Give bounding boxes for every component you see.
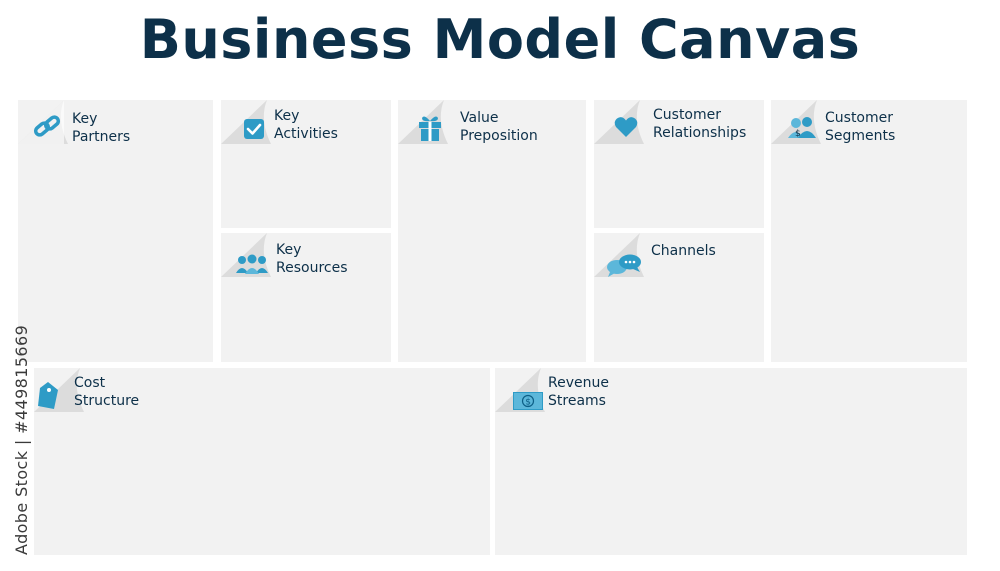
money-bill-icon: $: [513, 392, 543, 414]
chat-bubbles-icon: [606, 253, 642, 281]
team-icon: [235, 253, 269, 279]
svg-text:$: $: [795, 129, 801, 139]
svg-text:$: $: [525, 398, 531, 408]
heart-icon: [614, 116, 638, 142]
block-channels: Channels: [594, 233, 764, 362]
link-icon: [32, 114, 62, 144]
block-label: Channels: [651, 243, 716, 259]
page-title: Business Model Canvas: [139, 8, 861, 71]
price-tag-icon: [36, 380, 60, 414]
customers-icon: $: [787, 116, 817, 144]
stock-watermark: Adobe Stock | #449815669: [12, 324, 31, 555]
gift-icon: [418, 114, 442, 146]
checkbox-icon: [243, 118, 265, 144]
